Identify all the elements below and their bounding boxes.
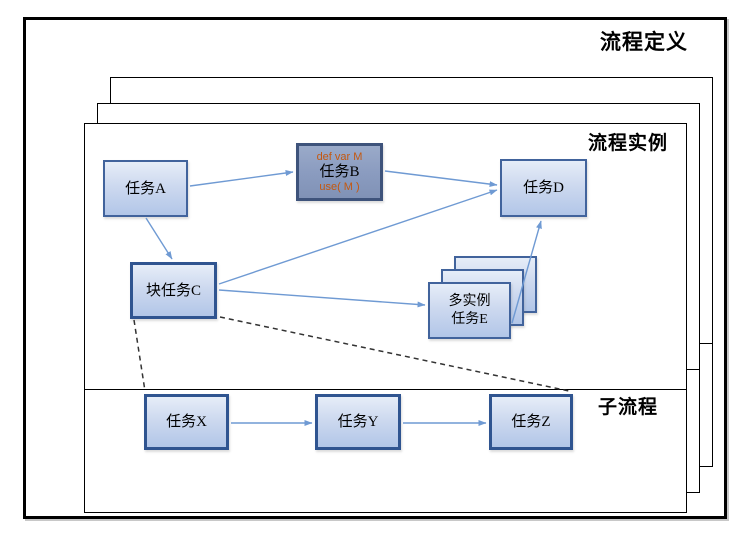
task-z-label: 任务Z [511, 414, 551, 430]
task-e-label-line2: 任务E [451, 311, 488, 327]
task-x-node[interactable]: 任务X [144, 394, 229, 450]
block-task-c-label: 块任务C [145, 282, 201, 299]
task-a-node[interactable]: 任务A [103, 160, 188, 217]
task-b-node[interactable]: def var M 任务B use( M ) [296, 143, 383, 201]
task-z-node[interactable]: 任务Z [489, 394, 573, 450]
task-e-label-line1: 多实例 [448, 294, 491, 309]
subprocess-title: 子流程 [597, 397, 658, 418]
task-d-node[interactable]: 任务D [500, 159, 587, 217]
task-b-use-annotation: use( M ) [319, 181, 360, 193]
task-b-def-annotation: def var M [316, 150, 363, 163]
block-task-c-node[interactable]: 块任务C [130, 262, 217, 319]
subprocess-divider [85, 389, 686, 390]
task-y-label: 任务Y [337, 414, 379, 430]
task-y-node[interactable]: 任务Y [315, 394, 401, 450]
process-instance-title: 流程实例 [587, 133, 668, 154]
task-a-label: 任务A [125, 180, 166, 197]
process-definition-title: 流程定义 [600, 30, 688, 54]
task-x-label: 任务X [166, 414, 207, 430]
multi-instance-task-e-node[interactable]: 多实例 任务E [428, 282, 511, 339]
task-b-label: 任务B [319, 164, 360, 180]
task-d-label: 任务D [523, 180, 564, 196]
